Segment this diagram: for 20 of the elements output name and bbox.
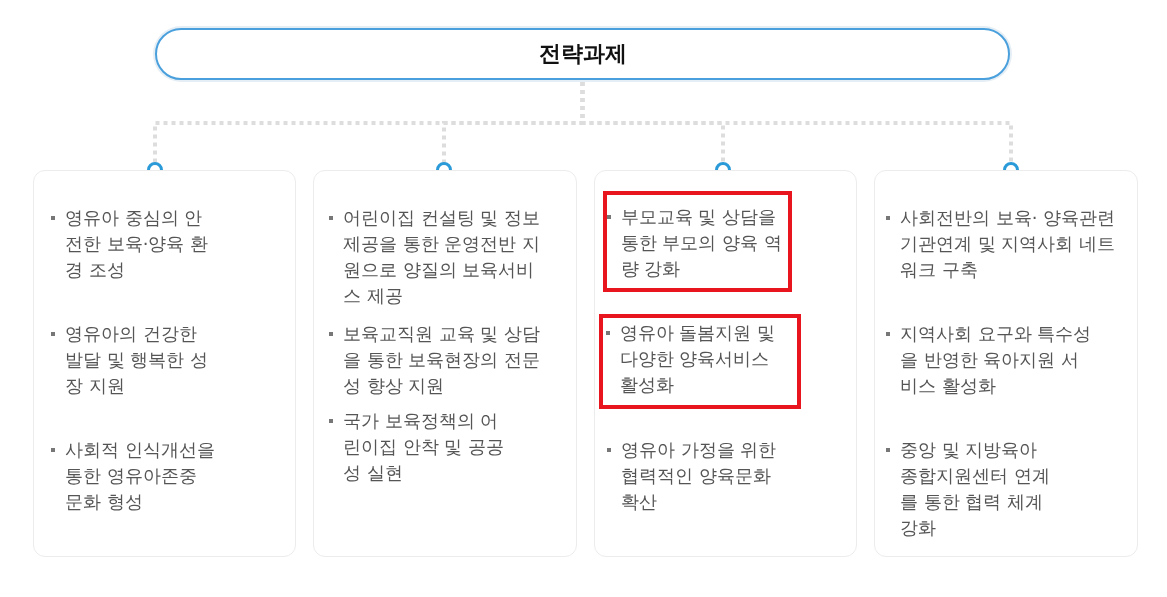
highlight-box [602,190,792,292]
title-text: 전략과제 [538,40,627,68]
bullet-item: 영유아 중심의 안전한 보육·양육 환경 조성 [51,205,219,283]
title-pill [155,28,1010,80]
bullet-item: 부모교육 및 상담을 통한 부모의 양육 역량 강화 [606,203,783,282]
bullet-item: 영유아의 건강한 발달 및 행복한 성장 지원 [51,321,219,399]
bullet-item: 국가 보육정책의 어린이집 안착 및 공공성 실현 [329,408,515,486]
card-panel [313,170,577,557]
highlight-box [598,313,801,409]
card-panel [33,170,296,557]
bullet-item: 지역사회 요구와 특수성을 반영한 육아지원 서비스 활성화 [886,321,1097,399]
bullet-item: 중앙 및 지방육아 종합지원센터 연계를 통한 협력 체계 강화 [886,437,1052,541]
bullet-item: 사회전반의 보육· 양육관련 기관연계 및 지역사회 네트워크 구축 [886,205,1132,283]
card-panel [594,170,857,557]
bullet-item: 사회적 인식개선을 통한 영유아존중 문화 형성 [51,437,219,515]
bullet-item: 영유아 가정을 위한 협력적인 양육문화 확산 [607,437,793,515]
bullet-item: 어린이집 컨설팅 및 정보제공을 통한 운영전반 지원으로 양질의 보육서비스 제공 [329,205,543,309]
bullet-item: 보육교직원 교육 및 상담을 통한 보육현장의 전문성 향상 지원 [329,321,545,399]
card-panel [874,170,1138,557]
bullet-item: 영유아 돌봄지원 및 다양한 양육서비스 활성화 [605,319,792,398]
